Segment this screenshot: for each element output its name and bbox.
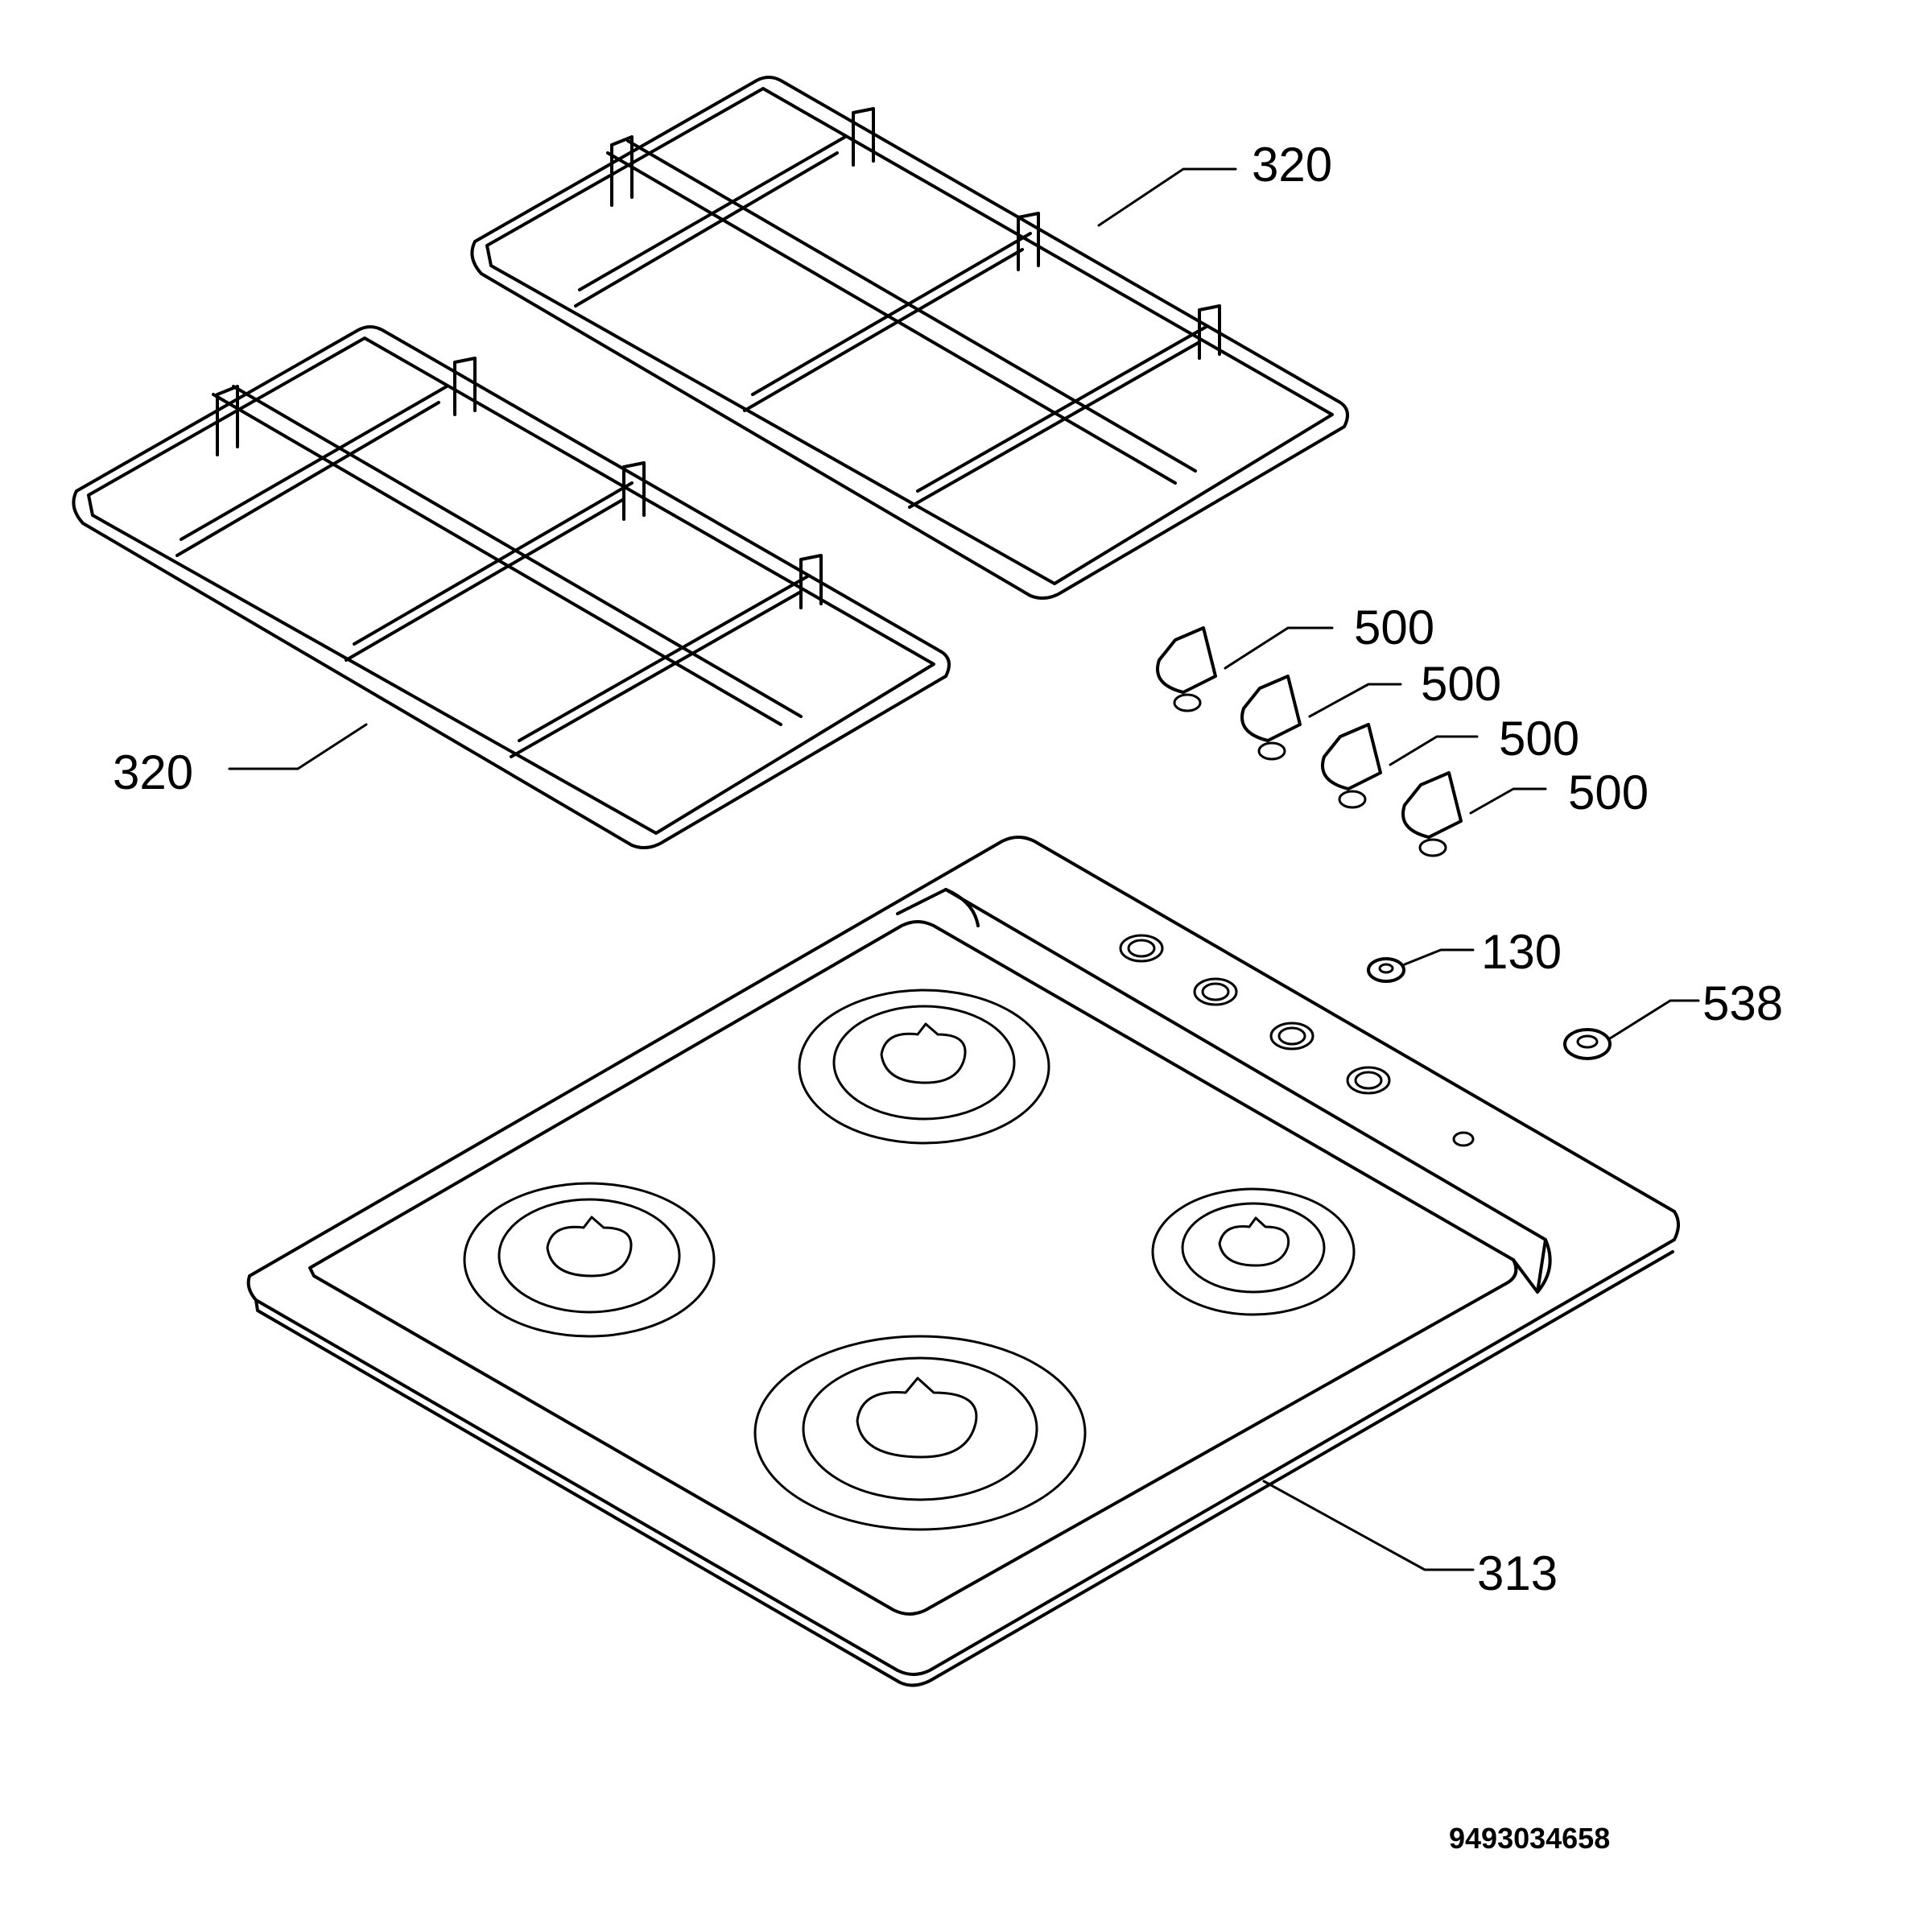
- control-knob-3: [1321, 723, 1382, 809]
- control-knobs: [1156, 626, 1463, 857]
- control-knob-1: [1156, 626, 1217, 712]
- hob-top-panel: [246, 836, 1680, 1687]
- part-538-seal: [1563, 1028, 1612, 1060]
- burner-left: [463, 1182, 716, 1338]
- callout-313: 313: [1477, 1546, 1558, 1600]
- callout-320-top: 320: [1252, 138, 1332, 192]
- callout-130: 130: [1481, 925, 1562, 979]
- callout-500-knob-2: 500: [1421, 657, 1501, 711]
- callout-500-knob-4: 500: [1568, 766, 1649, 819]
- burner-front: [753, 1335, 1087, 1531]
- callout-320-left: 320: [113, 745, 193, 799]
- knob-hole-2: [1193, 977, 1238, 1006]
- control-knob-2: [1240, 675, 1302, 761]
- callout-500-knob-3: 500: [1499, 712, 1579, 766]
- control-knob-4: [1401, 771, 1463, 857]
- knob-hole-4: [1346, 1066, 1391, 1095]
- burner-right: [1151, 1187, 1356, 1316]
- part-130-grommet: [1367, 957, 1405, 983]
- burner-rear: [798, 989, 1050, 1145]
- callout-500-knob-1: 500: [1354, 601, 1434, 654]
- knob-hole-3: [1269, 1022, 1314, 1051]
- document-number: 9493034658: [1449, 1822, 1610, 1855]
- pan-support-grate-left: [72, 325, 951, 850]
- knob-hole-1: [1119, 934, 1164, 963]
- callout-538: 538: [1702, 976, 1783, 1030]
- leader-lines: [228, 167, 1700, 1571]
- pan-support-grate-top: [470, 76, 1349, 601]
